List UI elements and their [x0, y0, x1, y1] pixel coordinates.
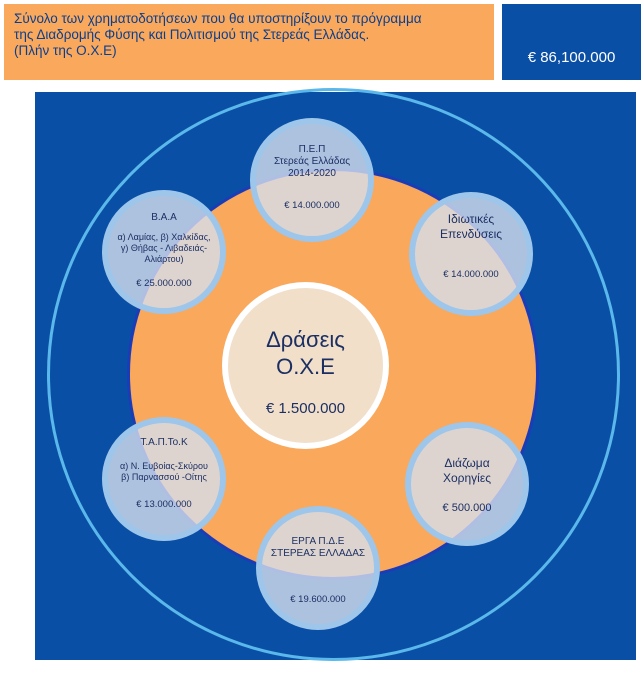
center-title-line-1: Δράσεις — [266, 327, 345, 352]
node-sponsorship-line-2: Χορηγίες — [443, 471, 491, 485]
center-title: Δράσεις Ο.Χ.Ε — [228, 326, 383, 380]
funding-summary-box: Σύνολο των χρηματοδοτήσεων που θα υποστη… — [4, 4, 494, 80]
node-pep-amount: € 14.000.000 — [284, 200, 340, 211]
summary-line-2: της Διαδρομής Φύσης και Πολιτισμού της Σ… — [14, 27, 370, 42]
node-baa-title: Β.Α.Α — [151, 212, 177, 223]
node-tap-line-2: β) Παρνασσού -Οίτης — [121, 472, 207, 482]
node-baa-line-3: Αλιάρτου) — [144, 254, 184, 264]
node-tap-line-1: α) Ν. Ευβοίας-Σκύρου — [120, 461, 208, 471]
node-pep-line-3: 2014-2020 — [288, 168, 336, 179]
outer-ring — [47, 88, 620, 661]
node-baa-amount: € 25.000.000 — [136, 278, 192, 289]
center-title-line-2: Ο.Χ.Ε — [276, 354, 335, 379]
node-sponsorship-amount: € 500.000 — [442, 502, 492, 514]
node-erga-amount: € 19.600.000 — [290, 594, 346, 605]
node-pep: Π.Ε.Π Στερεάς Ελλάδας 2014-2020 € 14.000… — [250, 118, 374, 242]
node-erga-pde: ΕΡΓΑ Π.Δ.Ε ΣΤΕΡΕΑΣ ΕΛΛΑΔΑΣ € 19.600.000 — [256, 506, 380, 630]
node-baa: Β.Α.Α α) Λαμίας, β) Χαλκίδας, γ) Θήβας -… — [102, 190, 226, 314]
summary-line-1: Σύνολο των χρηματοδοτήσεων που θα υποστη… — [14, 11, 422, 26]
node-erga-line-1: ΕΡΓΑ Π.Δ.Ε — [291, 536, 345, 547]
summary-line-3: (Πλήν της Ο.Χ.Ε) — [14, 43, 117, 58]
node-private-line-2: Επενδύσεις — [439, 227, 503, 241]
node-private-investment: Ιδιωτικές Επενδύσεις € 14.000.000 — [409, 192, 533, 316]
node-sponsorship-line-1: Διάζωμα — [444, 456, 490, 470]
center-node-oxe-actions: Δράσεις Ο.Χ.Ε € 1.500.000 — [222, 282, 389, 449]
node-tap-amount: € 13.000.000 — [136, 499, 192, 510]
node-tap: Τ.Α.Π.Το.Κ α) Ν. Ευβοίας-Σκύρου β) Παρνα… — [102, 417, 226, 541]
center-amount: € 1.500.000 — [265, 400, 346, 417]
node-pep-line-1: Π.Ε.Π — [298, 144, 326, 155]
node-baa-line-1: α) Λαμίας, β) Χαλκίδας, — [117, 232, 211, 242]
node-pep-line-2: Στερεάς Ελλάδας — [273, 156, 351, 167]
node-erga-line-2: ΣΤΕΡΕΑΣ ΕΛΛΑΔΑΣ — [270, 548, 366, 559]
total-amount: € 86,100.000 — [527, 48, 616, 66]
node-baa-line-2: γ) Θήβας - Λιβαδειάς- — [120, 243, 208, 253]
node-private-line-1: Ιδιωτικές — [447, 212, 495, 226]
node-sponsorship: Διάζωμα Χορηγίες € 500.000 — [405, 422, 529, 546]
node-private-amount: € 14.000.000 — [443, 269, 499, 280]
total-amount-box: € 86,100.000 — [502, 4, 641, 80]
node-tap-title: Τ.Α.Π.Το.Κ — [140, 437, 188, 448]
